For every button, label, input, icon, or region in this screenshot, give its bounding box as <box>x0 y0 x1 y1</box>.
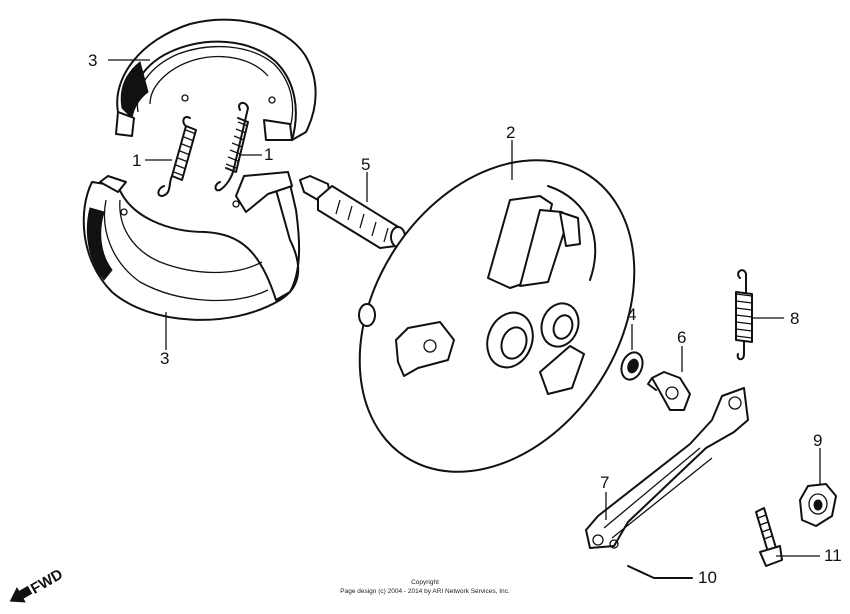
callout-10: 10 <box>698 568 717 587</box>
forward-direction-indicator: FWD <box>9 566 66 603</box>
callout-6: 6 <box>677 328 686 347</box>
brake-arm[interactable] <box>585 387 749 549</box>
wear-indicator-plate[interactable] <box>647 371 691 411</box>
callout-4: 4 <box>627 305 636 324</box>
callout-3-lower: 3 <box>160 349 169 368</box>
brake-cam[interactable] <box>299 175 406 249</box>
shoe-spring-left[interactable] <box>157 116 197 197</box>
brake-panel[interactable] <box>303 109 691 524</box>
arm-bolt[interactable] <box>755 507 783 567</box>
upper-brake-shoe[interactable] <box>115 18 317 141</box>
lower-brake-shoe[interactable] <box>82 171 301 321</box>
hex-nut[interactable] <box>799 483 837 527</box>
callout-1-left: 1 <box>132 151 141 170</box>
copyright-line-1: Copyright <box>411 579 439 586</box>
callout-1-right: 1 <box>264 145 273 164</box>
callout-8: 8 <box>790 309 799 328</box>
return-spring[interactable] <box>735 269 753 361</box>
callout-7: 7 <box>600 473 609 492</box>
copyright-notice: Copyright Page design (c) 2004 - 2014 by… <box>340 579 510 595</box>
forward-label: FWD <box>28 566 66 598</box>
callouts: 3 1 1 2 5 3 4 6 8 7 9 10 11 <box>88 51 842 587</box>
callout-3-upper: 3 <box>88 51 97 70</box>
shoe-spring-right[interactable] <box>214 102 249 192</box>
callout-5: 5 <box>361 155 370 174</box>
copyright-line-2: Page design (c) 2004 - 2014 by ARI Netwo… <box>340 588 510 595</box>
leader-lines <box>108 59 821 579</box>
callout-9: 9 <box>813 431 822 450</box>
callout-2: 2 <box>506 123 515 142</box>
forward-arrow-icon <box>9 585 33 603</box>
dust-seal[interactable] <box>618 349 646 382</box>
callout-11: 11 <box>824 546 842 565</box>
